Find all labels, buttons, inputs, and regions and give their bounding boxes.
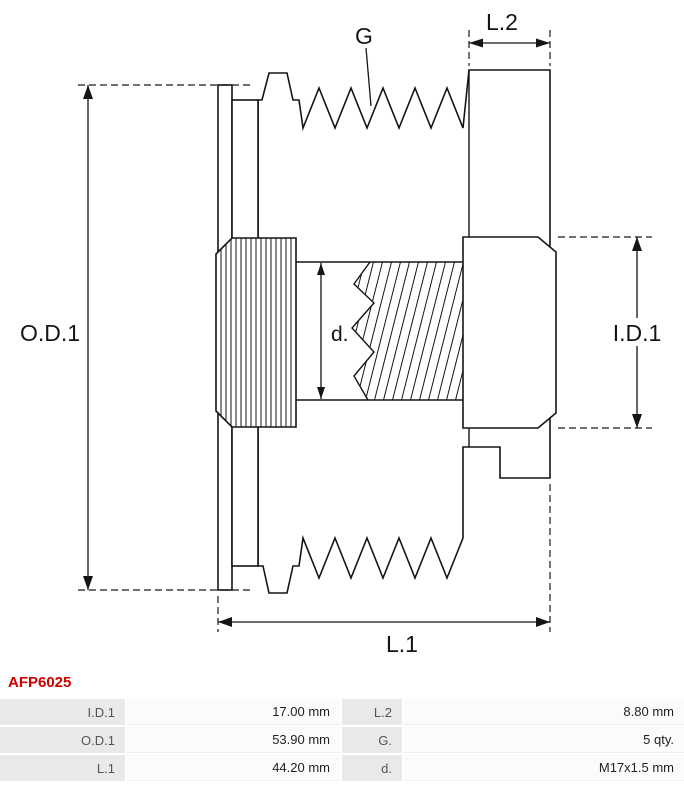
spec-value-cell: 44.20 mm	[127, 755, 340, 781]
dim-label-g: G	[355, 23, 373, 49]
l2-extension-lines	[468, 30, 551, 66]
table-row: O.D.1 53.90 mm G. 5 qty.	[0, 727, 684, 753]
od1-arrow-bottom	[83, 576, 93, 590]
spec-label-cell: L.2	[342, 699, 402, 725]
dim-label-od1: O.D.1	[20, 320, 80, 346]
id1-label-backing	[608, 318, 666, 346]
table-row: L.1 44.20 mm d. M17x1.5 mm	[0, 755, 684, 781]
spec-label-cell: O.D.1	[0, 727, 125, 753]
table-row: I.D.1 17.00 mm L.2 8.80 mm	[0, 699, 684, 725]
spec-value-cell: 53.90 mm	[127, 727, 340, 753]
spec-label-cell: d.	[342, 755, 402, 781]
pulley-technical-drawing: O.D.1 I.D.1 G L.2 L.1 d.	[20, 9, 666, 657]
l2-arrow-right	[536, 38, 550, 48]
g-leader-line	[365, 47, 372, 107]
dim-label-id1: I.D.1	[613, 320, 662, 346]
spec-value-cell: 17.00 mm	[127, 699, 340, 725]
drawing-area: O.D.1 I.D.1 G L.2 L.1 d.	[20, 9, 666, 657]
spec-label-cell: I.D.1	[0, 699, 125, 725]
spec-label-cell: G.	[342, 727, 402, 753]
l1-extension-lines	[217, 484, 551, 632]
pulley-body-outline	[257, 69, 551, 594]
l1-arrow-left	[218, 617, 232, 627]
od1-extension-lines	[78, 84, 254, 591]
spec-value-cell: 5 qty.	[404, 727, 684, 753]
id1-arrow-top	[632, 237, 642, 251]
spec-label-cell: L.1	[0, 755, 125, 781]
spline-knurl-hatch	[220, 238, 292, 427]
od1-arrow-top	[83, 85, 93, 99]
dim-label-l1: L.1	[386, 631, 418, 657]
thread-break-line	[351, 261, 375, 401]
id1-arrow-bottom	[632, 414, 642, 428]
spec-table: I.D.1 17.00 mm L.2 8.80 mm O.D.1 53.90 m…	[0, 699, 684, 781]
id1-extension-lines	[558, 236, 652, 429]
l1-arrow-right	[536, 617, 550, 627]
l2-arrow-left	[469, 38, 483, 48]
spec-value-cell: M17x1.5 mm	[404, 755, 684, 781]
dim-label-d: d.	[331, 323, 349, 346]
d-arrow-top	[317, 263, 325, 275]
bearing-hub	[462, 236, 557, 429]
d-arrow-bottom	[317, 387, 325, 399]
bore-lines	[296, 261, 463, 401]
spec-value-cell: 8.80 mm	[404, 699, 684, 725]
part-number: AFP6025	[8, 674, 72, 691]
thread-hatch	[352, 262, 463, 400]
dim-label-l2: L.2	[486, 9, 518, 35]
